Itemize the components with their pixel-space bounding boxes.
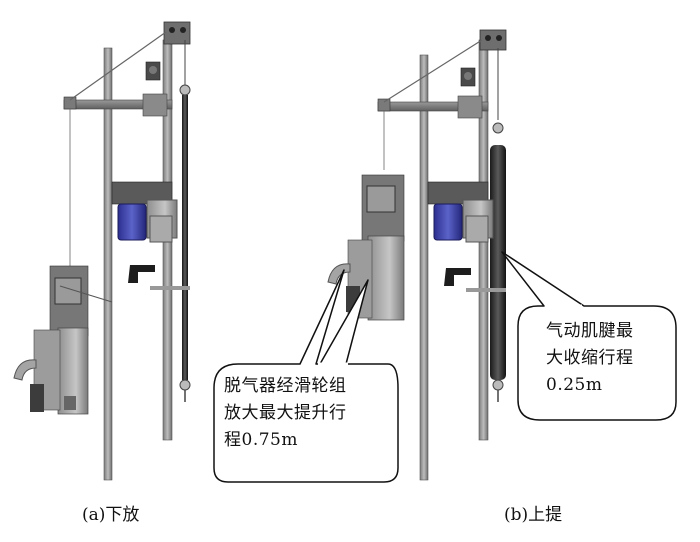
callout-left-line-2: 放大最大提升行 bbox=[224, 403, 347, 423]
callout-left-line-1: 脱气器经滑轮组 bbox=[224, 376, 347, 396]
caption-right: (b)上提 bbox=[504, 505, 563, 525]
pneumatic-muscle-extended bbox=[182, 95, 188, 380]
caption-left: (a)下放 bbox=[82, 505, 140, 525]
callout-left-bubble bbox=[213, 269, 399, 483]
callout-right-text: 气动肌腱最 大收缩行程 0.25m bbox=[546, 318, 634, 399]
degasser-lowered bbox=[13, 265, 113, 415]
callout-left-text: 脱气器经滑轮组 放大最大提升行 程0.75m bbox=[224, 373, 347, 454]
filter-bowl-right bbox=[433, 203, 463, 241]
callout-right-line-3: 0.25m bbox=[546, 375, 603, 395]
pneumatic-muscle-contracted bbox=[490, 145, 506, 380]
mast-left bbox=[103, 47, 113, 481]
c-clamp-right bbox=[444, 268, 471, 286]
mast-right bbox=[419, 54, 429, 481]
callout-right-line-2: 大收缩行程 bbox=[546, 348, 634, 368]
assembly-lowered bbox=[13, 21, 191, 481]
callout-right-line-1: 气动肌腱最 bbox=[546, 321, 634, 341]
callout-left-line-3: 程0.75m bbox=[224, 430, 298, 450]
muscle-top-joint-left bbox=[179, 84, 191, 96]
callout-right-bubble bbox=[501, 251, 677, 421]
c-clamp-left bbox=[128, 265, 155, 283]
degasser-raised bbox=[327, 174, 405, 321]
filter-bowl-left bbox=[117, 203, 147, 241]
